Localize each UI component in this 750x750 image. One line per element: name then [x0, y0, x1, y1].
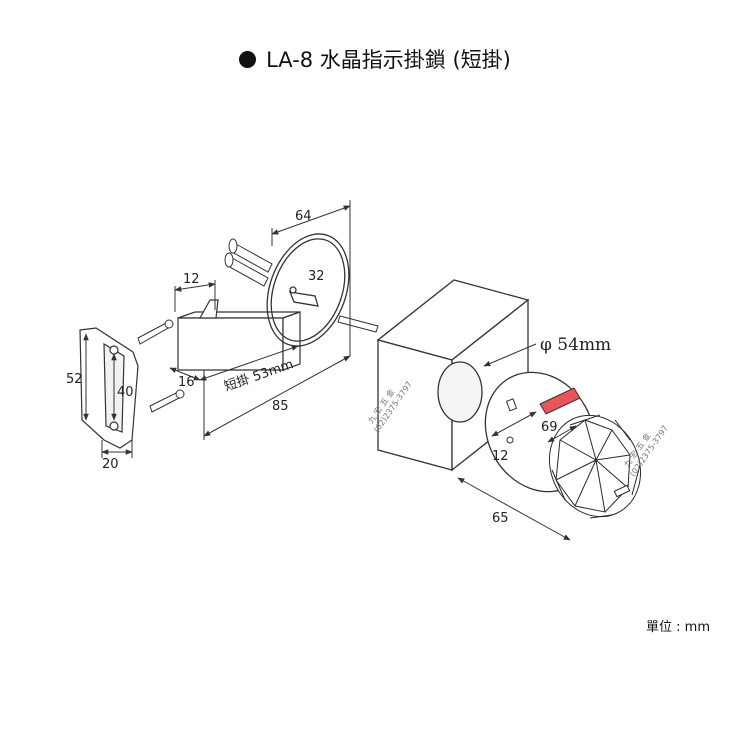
screw-upper — [137, 319, 174, 345]
dim-32: 32 — [308, 269, 325, 284]
spindle — [337, 315, 379, 333]
dim-phi-54: φ 54mm — [540, 335, 611, 355]
title-text: LA-8 水晶指示掛鎖 (短掛) — [266, 48, 511, 72]
dim-12-top: 12 — [183, 272, 200, 287]
bullet-icon — [239, 51, 257, 68]
dim-64: 64 — [295, 209, 312, 224]
screw-lower — [149, 389, 185, 413]
dim-20: 20 — [102, 457, 119, 472]
strike-plate — [79, 327, 139, 449]
unit-label: 單位 : mm — [646, 620, 710, 635]
dim-65: 65 — [492, 511, 509, 526]
diagram-title: LA-8 水晶指示掛鎖 (短掛) — [0, 44, 750, 74]
dimension-lines — [83, 200, 577, 541]
dim-69: 69 — [541, 420, 558, 435]
dim-85: 85 — [272, 399, 289, 414]
door-block — [376, 279, 530, 472]
screw-large-2 — [224, 252, 269, 287]
rosette-ring — [266, 233, 350, 347]
indicator-window — [539, 387, 581, 415]
screw-large-1 — [228, 238, 273, 273]
dim-16: 16 — [178, 375, 195, 390]
dim-52: 52 — [66, 372, 83, 387]
dim-40: 40 — [117, 385, 134, 400]
dim-12-knob: 12 — [492, 449, 509, 464]
